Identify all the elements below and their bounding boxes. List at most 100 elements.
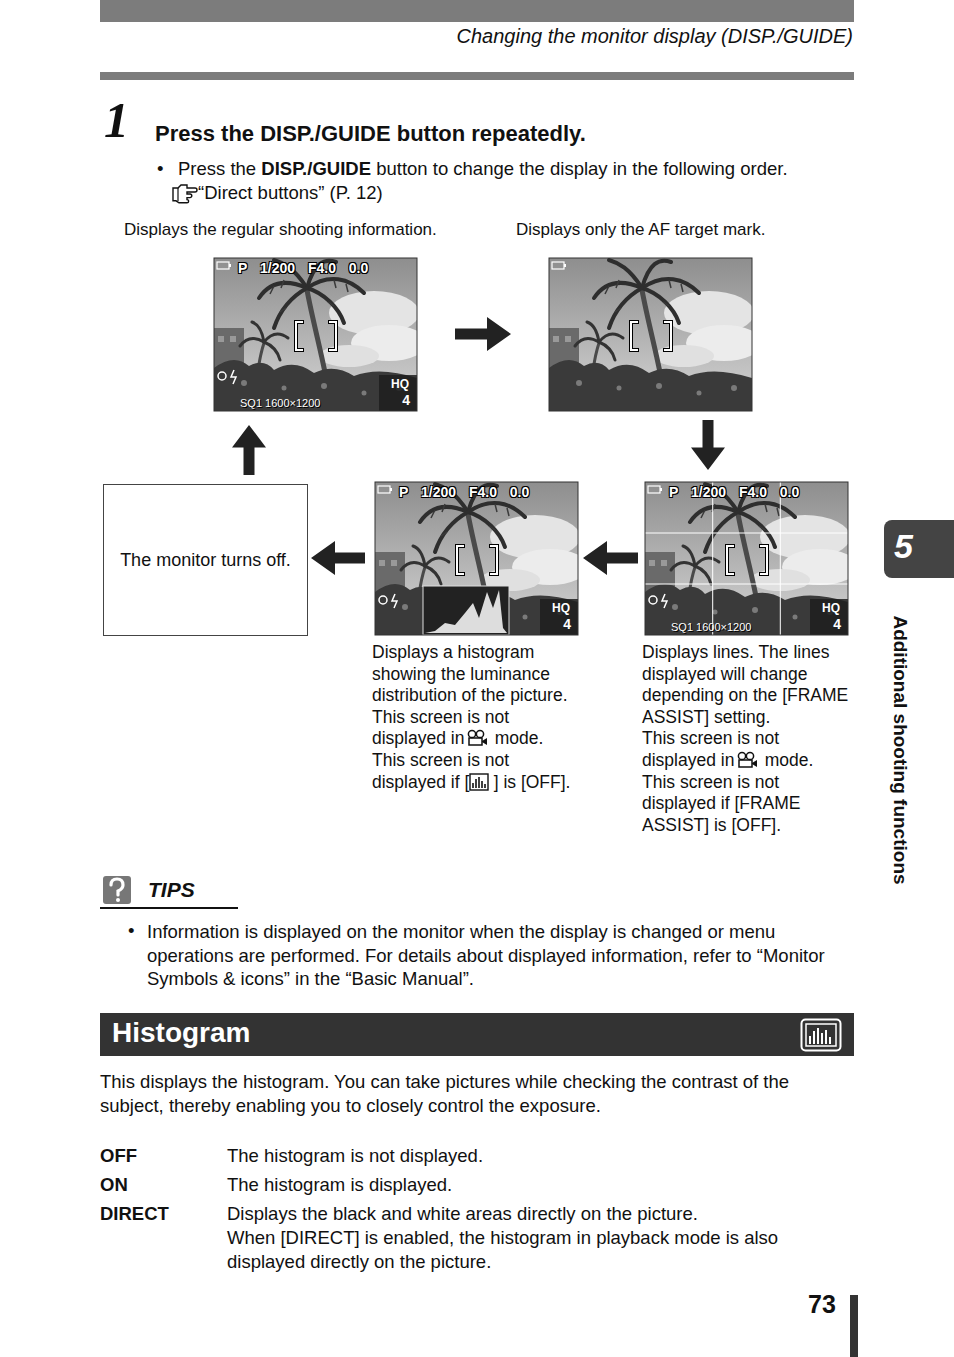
histogram-icon-part xyxy=(806,1024,836,1046)
page-artwork-part xyxy=(850,1295,858,1357)
movie-icon-part xyxy=(747,752,754,759)
page-artwork-part xyxy=(645,482,848,635)
flow-arrow xyxy=(232,425,266,475)
osd-text: 4 xyxy=(833,616,841,632)
caption-paragraph: Displays lines. The lines displayed will… xyxy=(642,642,856,728)
caption-paragraph: Displays a histogram showing the luminan… xyxy=(372,642,586,707)
caption-block: Displays a histogram showing the luminan… xyxy=(372,642,586,793)
screen-caption: mode. xyxy=(495,728,544,748)
page-artwork-part xyxy=(214,258,417,411)
page-artwork-part xyxy=(116,898,120,902)
screen-caption: ] is [OFF]. xyxy=(494,772,571,792)
body-text: This displays the histogram. You can tak… xyxy=(100,1070,854,1117)
movie-icon xyxy=(466,729,488,747)
display-screen: P 1/200 F4.0 0.0HQ4Displays a histogram … xyxy=(375,482,578,635)
display-screen: Displays the regular shooting informatio… xyxy=(214,258,417,411)
caption-paragraph: This screen is not displayed inmode. xyxy=(372,707,586,750)
bullet: • xyxy=(128,920,134,942)
step-title: Press the DISP./GUIDE button repeatedly. xyxy=(155,121,586,147)
option-description: Displays the black and white areas direc… xyxy=(227,1203,854,1225)
movie-icon-part xyxy=(752,760,757,767)
page-artwork-part xyxy=(100,907,238,909)
histogram-icon-part xyxy=(810,1028,830,1044)
option-name: OFF xyxy=(100,1145,137,1167)
page-artwork-part xyxy=(100,0,854,22)
box-text: The monitor turns off. xyxy=(114,550,297,571)
flow-arrow xyxy=(583,541,638,575)
page-artwork-part xyxy=(549,258,762,411)
step-number: 1 xyxy=(104,95,129,145)
page-artwork-part xyxy=(645,482,858,635)
option-name: DIRECT xyxy=(100,1203,169,1225)
osd-text: SQ1 1600×1200 xyxy=(671,621,751,633)
option-description: The histogram is displayed. xyxy=(227,1174,452,1196)
instruction-text: button to change the display in the foll… xyxy=(376,158,787,179)
movie-icon-part xyxy=(469,731,476,738)
option-description: The histogram is not displayed. xyxy=(227,1145,483,1167)
caption-paragraph: This screen is not displayed inmode. xyxy=(642,728,856,771)
screen-caption: Displays a histogram showing the luminan… xyxy=(372,642,568,705)
section-band: Histogram xyxy=(100,1013,854,1056)
page-artwork-part xyxy=(103,876,131,904)
histogram-icon-part xyxy=(473,777,485,788)
option-name: ON xyxy=(100,1174,128,1196)
page-artwork-part xyxy=(111,879,123,895)
osd-text: P 1/200 F4.0 0.0 xyxy=(238,260,368,276)
flow-arrow xyxy=(311,541,365,575)
option-description: When [DIRECT] is enabled, the histogram … xyxy=(227,1226,854,1273)
chapter-title: Additional shooting functions xyxy=(889,580,911,920)
page-artwork-part-part xyxy=(173,185,197,203)
screen-caption: Displays lines. The lines displayed will… xyxy=(642,642,848,727)
movie-icon-part xyxy=(482,738,487,745)
page-number: 73 xyxy=(808,1290,836,1319)
histogram-icon xyxy=(469,773,489,791)
page-artwork-part-part xyxy=(177,188,178,201)
screen-caption: This screen is not displayed in xyxy=(642,728,779,770)
movie-icon-part xyxy=(469,738,482,745)
movie-icon-part xyxy=(739,760,752,767)
page-artwork-part xyxy=(457,546,497,574)
flow-arrow xyxy=(455,317,511,351)
page-artwork-part xyxy=(296,322,336,350)
osd-text: 4 xyxy=(402,392,410,408)
histogram-icon-part xyxy=(470,774,488,790)
page-artwork-part xyxy=(727,546,767,574)
osd-text: HQ xyxy=(822,601,840,615)
osd-text: 4 xyxy=(563,616,571,632)
histogram-icon-part xyxy=(802,1020,841,1051)
page-artwork-part xyxy=(173,185,197,203)
page-artwork-part xyxy=(100,72,854,80)
screen-caption: This screen is not displayed if [FRAME A… xyxy=(642,772,801,835)
histogram-icon xyxy=(800,1018,842,1052)
screen-caption: Displays only the AF target mark. xyxy=(516,220,765,240)
running-header: Changing the monitor display (DISP./GUID… xyxy=(457,25,853,48)
osd-text: P 1/200 F4.0 0.0 xyxy=(669,484,799,500)
page-artwork-part xyxy=(214,258,427,411)
page-artwork-part xyxy=(631,322,671,350)
caption-paragraph: This screen is not displayed if [FRAME A… xyxy=(642,772,856,837)
page-artwork-part xyxy=(218,370,417,411)
monitor-off-box: The monitor turns off. xyxy=(103,484,308,636)
button-name: DISP./GUIDE xyxy=(261,158,371,179)
caption-block: Displays lines. The lines displayed will… xyxy=(642,642,856,836)
page-artwork-part xyxy=(375,482,588,635)
bullet: • xyxy=(157,158,163,180)
movie-icon-part xyxy=(739,752,746,759)
display-screen: Displays only the AF target mark. xyxy=(549,258,752,411)
caption-paragraph: This screen is not displayed if [] is [O… xyxy=(372,750,586,793)
osd-text: HQ xyxy=(552,601,570,615)
chapter-tab: 5 xyxy=(884,520,954,578)
flow-arrow xyxy=(691,420,725,470)
screen-caption: This screen is not displayed in xyxy=(372,707,509,749)
instruction-text: Press the xyxy=(178,158,256,179)
display-screen: P 1/200 F4.0 0.0HQ4SQ1 1600×1200Displays… xyxy=(645,482,848,635)
page-artwork-part xyxy=(423,586,509,635)
movie-icon-part xyxy=(477,731,484,738)
section-title: Histogram xyxy=(112,1017,250,1049)
osd-text: HQ xyxy=(391,377,409,391)
bullet-line: Press theDISP./GUIDEbutton to change the… xyxy=(178,158,788,180)
movie-icon xyxy=(736,751,758,769)
page-artwork-part xyxy=(549,258,752,411)
page-artwork-part xyxy=(375,482,578,635)
